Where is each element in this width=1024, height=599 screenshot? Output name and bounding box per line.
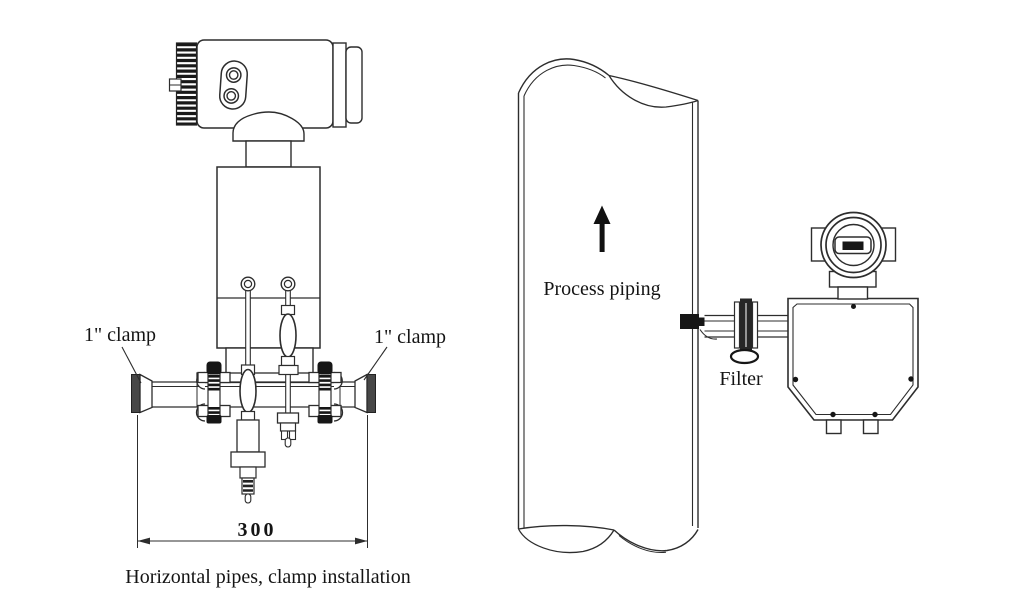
valve-handle-left bbox=[239, 368, 257, 414]
pipe-flare-right bbox=[354, 373, 368, 414]
pipe-break-top bbox=[517, 58, 610, 94]
meter-housing bbox=[787, 297, 919, 421]
head-dome bbox=[232, 111, 305, 142]
screw-icon bbox=[830, 411, 836, 418]
head-neck bbox=[245, 140, 292, 168]
meter-foot-right bbox=[862, 419, 879, 435]
dim-arrow-right-icon bbox=[355, 537, 368, 545]
flow-direction-arrow-icon bbox=[593, 205, 611, 252]
figure-caption: Horizontal pipes, clamp installation bbox=[125, 566, 411, 588]
filter-bowl bbox=[729, 348, 760, 365]
clamp-right bbox=[308, 361, 344, 424]
dimension-300: 300 bbox=[137, 415, 368, 548]
sensor-body bbox=[216, 166, 321, 375]
process-piping-label: Process piping bbox=[543, 278, 660, 300]
meter-assembly bbox=[787, 211, 919, 435]
clamp-label-right: 1" clamp bbox=[374, 326, 446, 348]
vertical-installation-figure: Process piping Filter bbox=[517, 58, 919, 554]
tap-fitting bbox=[680, 314, 699, 329]
filter-assembly bbox=[729, 298, 760, 365]
pipe-break-bottom bbox=[517, 524, 615, 554]
clamp-label-left: 1" clamp bbox=[84, 324, 156, 346]
pipe-flare-left bbox=[139, 373, 153, 414]
screw-icon bbox=[872, 411, 878, 418]
valve-handle-right bbox=[279, 313, 297, 358]
screw-icon bbox=[792, 376, 799, 383]
transmitter-head bbox=[168, 39, 363, 168]
adjust-tab bbox=[168, 78, 182, 92]
screw-icon bbox=[908, 376, 914, 382]
horizontal-installation-figure: 1" clamp 1" clamp 300 Horizontal pipes, … bbox=[84, 39, 446, 588]
pipe-ferrule-right bbox=[366, 374, 376, 413]
filter-label: Filter bbox=[719, 368, 763, 390]
pipe-ferrule-left bbox=[131, 374, 141, 413]
display-screen bbox=[842, 241, 864, 250]
screw-icon bbox=[851, 304, 856, 309]
meter-foot-left bbox=[825, 419, 842, 435]
dimension-value: 300 bbox=[238, 519, 277, 541]
process-pipe bbox=[517, 58, 699, 554]
leader-line-right bbox=[363, 346, 388, 381]
dim-arrow-left-icon bbox=[137, 537, 150, 545]
probe-rod-right bbox=[276, 276, 300, 448]
clamp-left bbox=[195, 361, 231, 424]
clamp-callouts: 1" clamp 1" clamp bbox=[84, 324, 446, 384]
leader-line-left bbox=[121, 346, 142, 384]
probe-rod-left bbox=[230, 276, 266, 504]
meter-display-head bbox=[810, 211, 897, 300]
sight-window bbox=[218, 60, 249, 110]
